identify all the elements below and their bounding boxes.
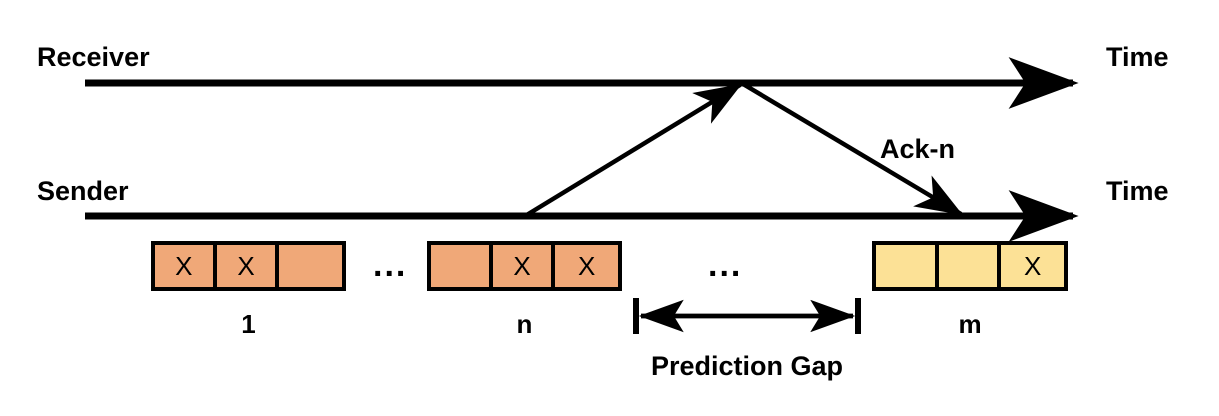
ack-message-arrow <box>741 82 963 216</box>
packet-n: X X <box>427 241 622 291</box>
packet-1-name: 1 <box>241 309 256 339</box>
packet-n-cell-2: X <box>493 245 556 287</box>
ellipsis-left: ... <box>373 246 408 284</box>
sender-axis-label: Sender <box>37 176 129 206</box>
ack-n-label: Ack-n <box>880 134 956 164</box>
packet-1-cell-1: X <box>155 245 217 287</box>
packet-1-cell-2: X <box>217 245 280 287</box>
ellipsis-right: ... <box>708 246 743 284</box>
sender-time-label: Time <box>1106 176 1169 206</box>
packet-n-cell-1 <box>431 245 493 287</box>
data-message-arrow <box>523 83 742 218</box>
packet-m-name: m <box>958 309 982 339</box>
receiver-axis-label: Receiver <box>37 42 150 72</box>
prediction-gap-label: Prediction Gap <box>650 351 844 381</box>
packet-m-cell-3: X <box>1024 250 1042 281</box>
packet-1: X X <box>151 241 346 291</box>
receiver-time-label: Time <box>1106 42 1169 72</box>
packet-m: X <box>872 241 1068 291</box>
packet-m-cell-1 <box>876 245 939 287</box>
packet-n-cell-3: X <box>578 250 596 281</box>
packet-n-name: n <box>516 309 533 339</box>
packet-m-cell-2 <box>939 245 1002 287</box>
packet-1-cell-3 <box>279 245 342 287</box>
